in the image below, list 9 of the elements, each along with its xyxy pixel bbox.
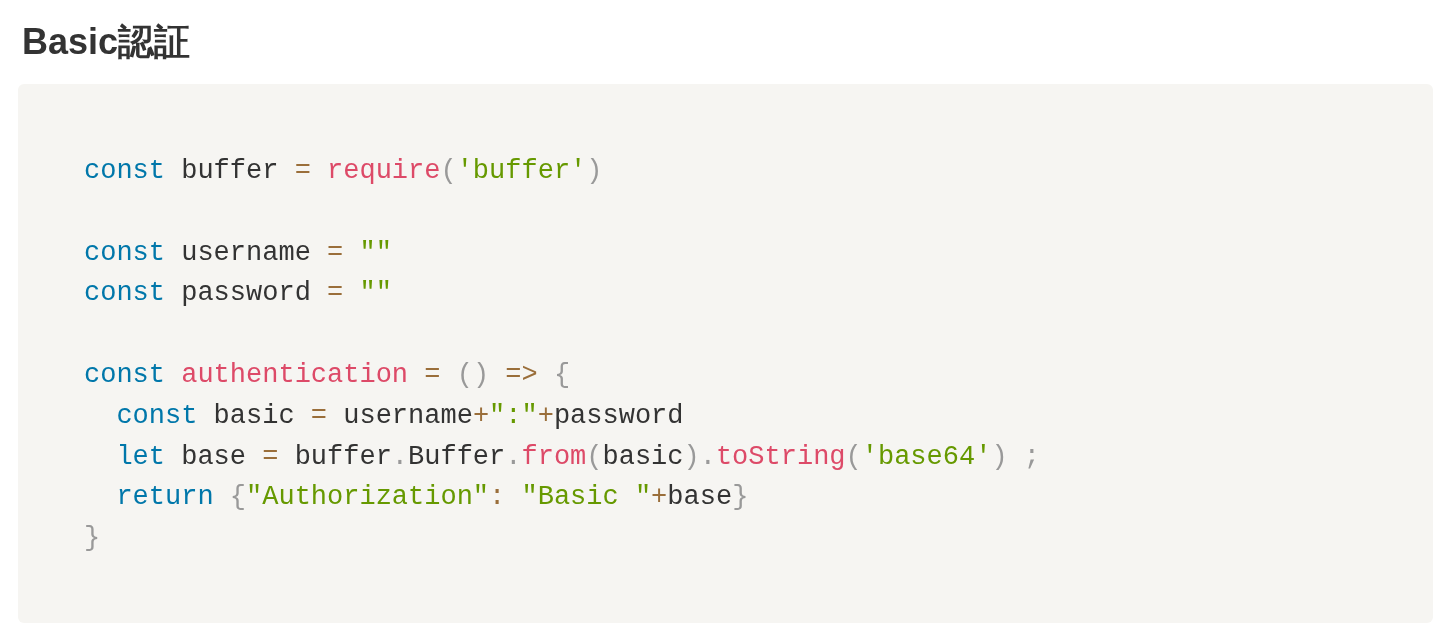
- code-line: const username = "": [84, 236, 392, 270]
- code-line: return {"Authorization": "Basic "+base}: [115, 481, 749, 515]
- code-line: const basic = username+":"+password: [115, 399, 684, 433]
- code-line: const password = "": [84, 277, 392, 311]
- code-line: let base = buffer.Buffer.from(basic).toString('base64') ;: [115, 440, 1040, 474]
- heading: Basic認証: [22, 20, 191, 64]
- code-line: }: [84, 522, 101, 556]
- code-line: const authentication = () => {: [84, 359, 571, 392]
- code-line: const buffer = require('buffer'): [84, 155, 603, 188]
